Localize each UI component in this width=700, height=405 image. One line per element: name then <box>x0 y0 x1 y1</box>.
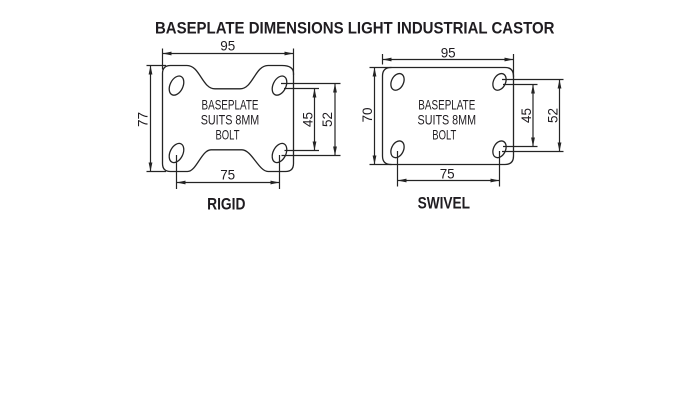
svg-text:BASEPLATE: BASEPLATE <box>202 97 259 112</box>
svg-text:SUITS 8MM: SUITS 8MM <box>201 112 260 127</box>
svg-text:BASEPLATE: BASEPLATE <box>418 97 475 112</box>
svg-text:52: 52 <box>319 112 335 127</box>
svg-text:95: 95 <box>220 37 235 53</box>
svg-text:BASEPLATE DIMENSIONS LIGHT IND: BASEPLATE DIMENSIONS LIGHT INDUSTRIAL CA… <box>155 20 555 38</box>
svg-text:BOLT: BOLT <box>432 127 456 142</box>
svg-text:95: 95 <box>441 44 456 60</box>
svg-text:SWIVEL: SWIVEL <box>418 195 470 213</box>
svg-text:75: 75 <box>220 167 235 183</box>
svg-text:75: 75 <box>440 166 455 182</box>
svg-text:45: 45 <box>300 112 316 127</box>
svg-text:52: 52 <box>544 108 560 123</box>
svg-text:SUITS 8MM: SUITS 8MM <box>418 112 477 127</box>
svg-text:70: 70 <box>359 107 375 122</box>
svg-text:77: 77 <box>134 112 150 127</box>
svg-text:RIGID: RIGID <box>207 195 246 213</box>
svg-text:BOLT: BOLT <box>216 127 240 142</box>
svg-text:45: 45 <box>518 108 534 123</box>
